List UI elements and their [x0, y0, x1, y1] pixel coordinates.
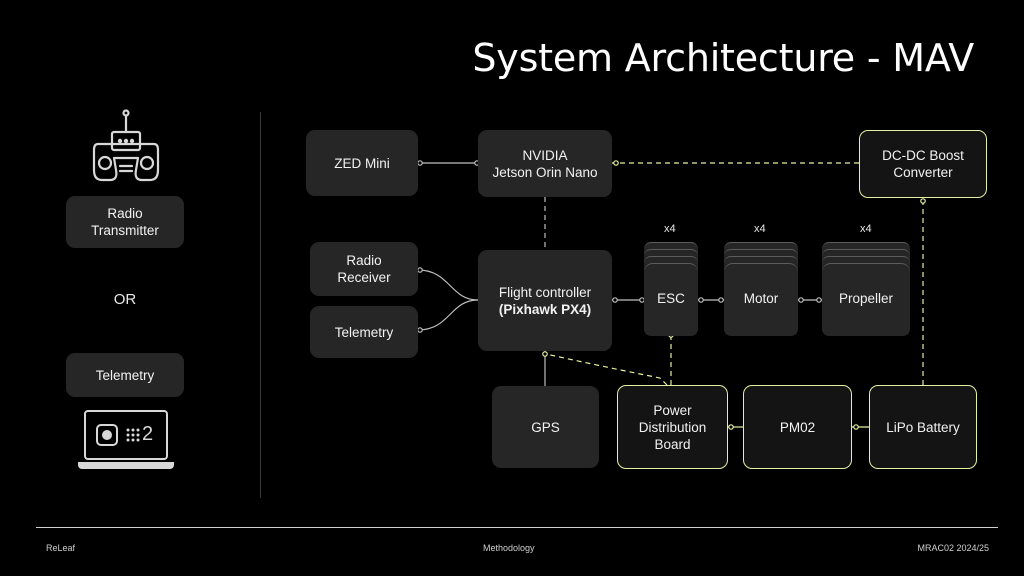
esc-node: ESC: [644, 263, 698, 332]
telemetry-left-box: Telemetry: [66, 353, 184, 397]
zed-mini-node: ZED Mini: [306, 130, 418, 196]
lipo-battery-node: LiPo Battery: [869, 385, 977, 469]
jetson-node: NVIDIA Jetson Orin Nano: [478, 130, 612, 197]
footer-center: Methodology: [483, 543, 535, 553]
panel-divider: [260, 112, 261, 498]
esc-multiplier: x4: [664, 223, 676, 235]
footer-divider: [36, 527, 998, 528]
footer-left: ReLeaf: [46, 543, 76, 553]
motor-multiplier: x4: [754, 223, 766, 235]
power-distribution-board-node: Power Distribution Board: [617, 385, 728, 469]
flight-controller-model: (Pixhawk PX4): [498, 301, 592, 317]
flight-controller-label: Flight controller: [498, 284, 592, 300]
laptop-icon: 2: [78, 410, 174, 476]
pm02-node: PM02: [743, 385, 852, 469]
grid-dots-icon: [126, 428, 140, 442]
dcdc-converter-node: DC-DC Boost Converter: [859, 130, 987, 198]
motor-node: Motor: [724, 263, 798, 332]
flight-controller-node: Flight controller (Pixhawk PX4): [478, 250, 612, 351]
telemetry-node: Telemetry: [310, 306, 418, 358]
footer-right: MRAC02 2024/25: [917, 543, 989, 553]
radio-transmitter-box: Radio Transmitter: [66, 196, 184, 248]
or-label: OR: [113, 291, 137, 308]
slide-title: System Architecture - MAV: [472, 36, 974, 80]
radio-receiver-node: Radio Receiver: [310, 242, 418, 296]
gps-node: GPS: [492, 386, 599, 468]
propeller-multiplier: x4: [860, 223, 872, 235]
app-logo-icon: [96, 424, 118, 446]
radio-controller-icon: [92, 109, 160, 182]
laptop-screen-number: 2: [142, 423, 154, 445]
propeller-node: Propeller: [822, 263, 910, 332]
